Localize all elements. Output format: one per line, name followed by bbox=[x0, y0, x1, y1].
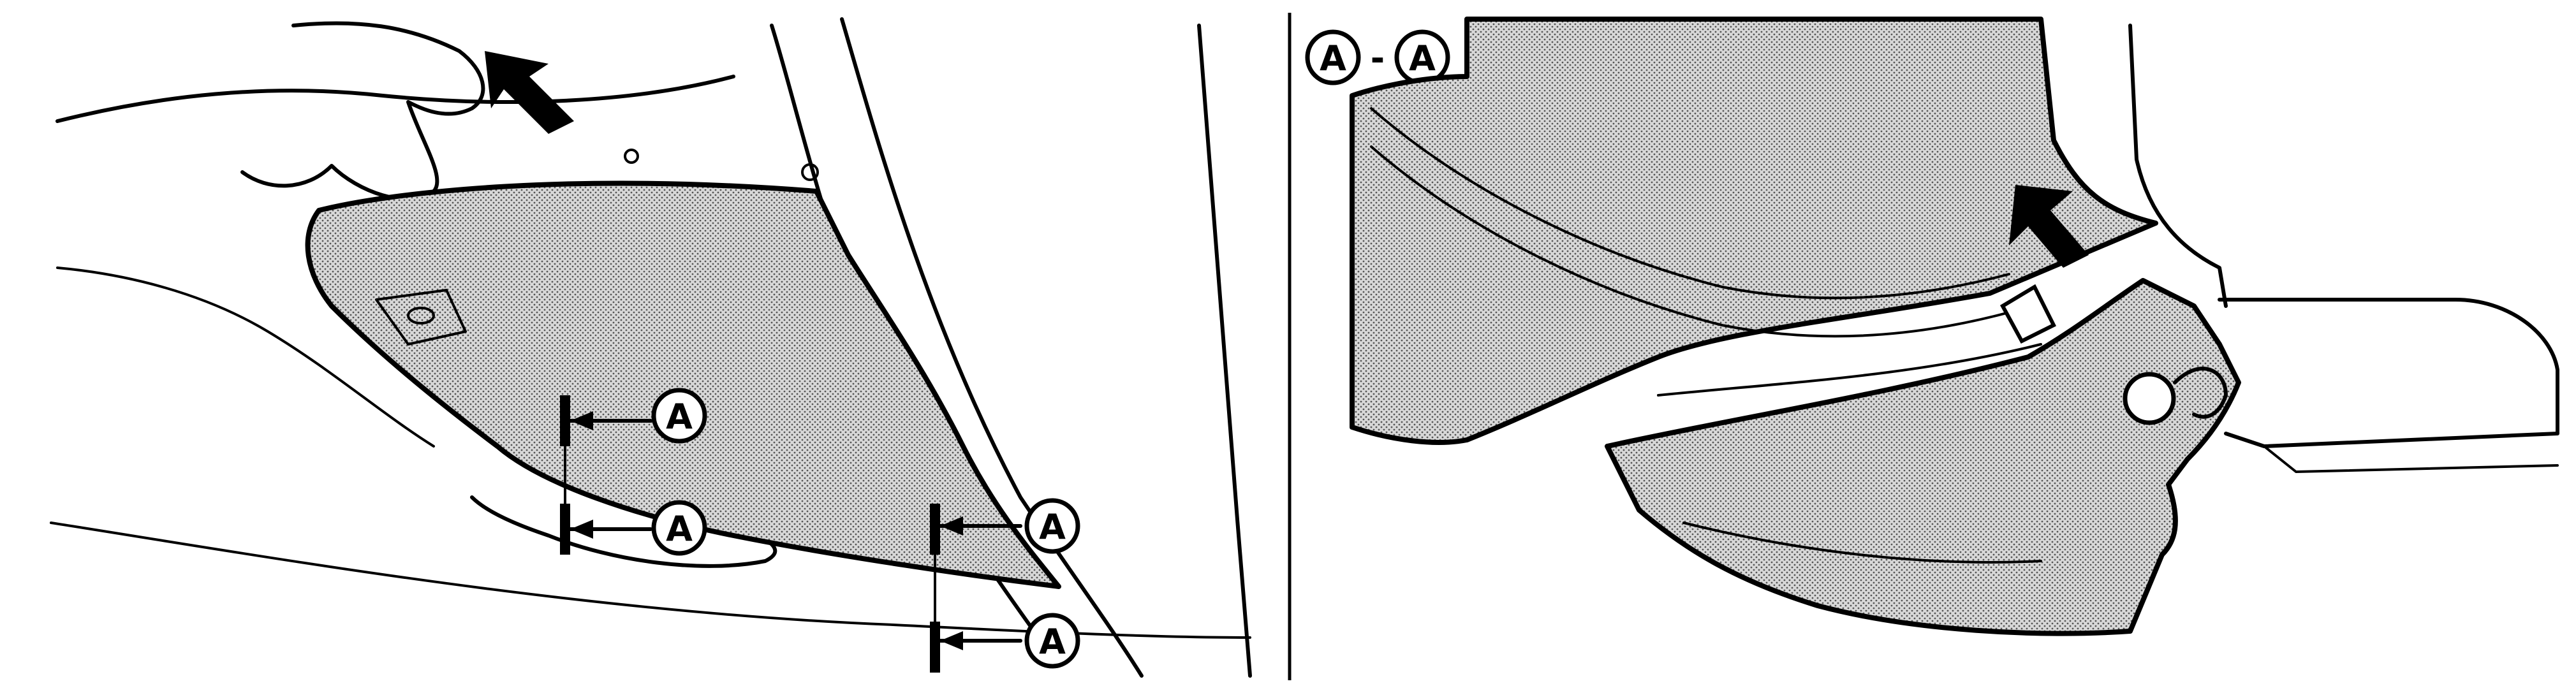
shelf-outline bbox=[2218, 298, 2559, 448]
pull-up-arrow bbox=[485, 51, 574, 134]
callout-circle bbox=[651, 500, 707, 556]
dashboard-outline bbox=[55, 75, 735, 123]
hook-notch bbox=[2173, 367, 2228, 419]
leader-arrowhead bbox=[940, 516, 963, 536]
contour-line-4 bbox=[1682, 522, 2042, 564]
pivot-pin-right bbox=[801, 163, 819, 181]
section-marker-bar bbox=[930, 622, 940, 673]
lift-arrow bbox=[2009, 185, 2089, 268]
left-arm bbox=[56, 266, 435, 448]
contour-line-1 bbox=[1370, 107, 2010, 300]
leader-arrowhead bbox=[570, 411, 593, 430]
pivot-pin-upper bbox=[624, 149, 639, 164]
section-marker-bar bbox=[560, 504, 570, 555]
section-label-separator: - bbox=[1371, 38, 1385, 78]
hook-pivot bbox=[2123, 372, 2176, 425]
left-view: A A A A bbox=[50, 17, 1252, 678]
section-label-left: A bbox=[1320, 38, 1346, 78]
callout-letter: A bbox=[1039, 507, 1066, 547]
contour-line-2 bbox=[1370, 145, 2010, 338]
section-label: A - A bbox=[1305, 29, 1450, 85]
section-marker-bar bbox=[930, 504, 940, 555]
section-label-left-circle bbox=[1305, 29, 1361, 85]
section-marker-group-2: A bbox=[560, 500, 707, 556]
section-marker-group-1: A bbox=[560, 388, 707, 446]
glove-box-lid bbox=[305, 180, 1061, 589]
callout-letter: A bbox=[666, 397, 693, 437]
glove-box-section bbox=[1605, 278, 2241, 636]
contour-line-3 bbox=[1657, 343, 2042, 397]
leader-arrowhead bbox=[940, 631, 963, 650]
callout-letter: A bbox=[1039, 622, 1066, 662]
clip-tab bbox=[1999, 284, 2057, 344]
section-marker-group-3: A bbox=[930, 498, 1080, 555]
section-marker-group-4: A bbox=[930, 613, 1080, 673]
upper-hand bbox=[240, 21, 485, 201]
dash-cross-section bbox=[1350, 17, 2158, 445]
lid-lock bbox=[407, 307, 435, 325]
leader-arrowhead bbox=[570, 520, 593, 539]
callout-circle bbox=[1024, 613, 1080, 669]
section-label-right: A bbox=[1409, 38, 1436, 78]
shelf-bottom bbox=[2263, 445, 2559, 473]
right-frame bbox=[2128, 24, 2228, 308]
floor-line bbox=[50, 522, 1251, 639]
callout-circle bbox=[1024, 498, 1080, 554]
section-marker-bar bbox=[560, 395, 570, 446]
section-view: A - A bbox=[1305, 17, 2559, 636]
lid-handle bbox=[375, 289, 467, 346]
callout-letter: A bbox=[666, 509, 693, 549]
side-panel-edge bbox=[1197, 24, 1252, 678]
callout-circle bbox=[651, 388, 707, 444]
trim-curve-outer bbox=[840, 17, 1144, 678]
